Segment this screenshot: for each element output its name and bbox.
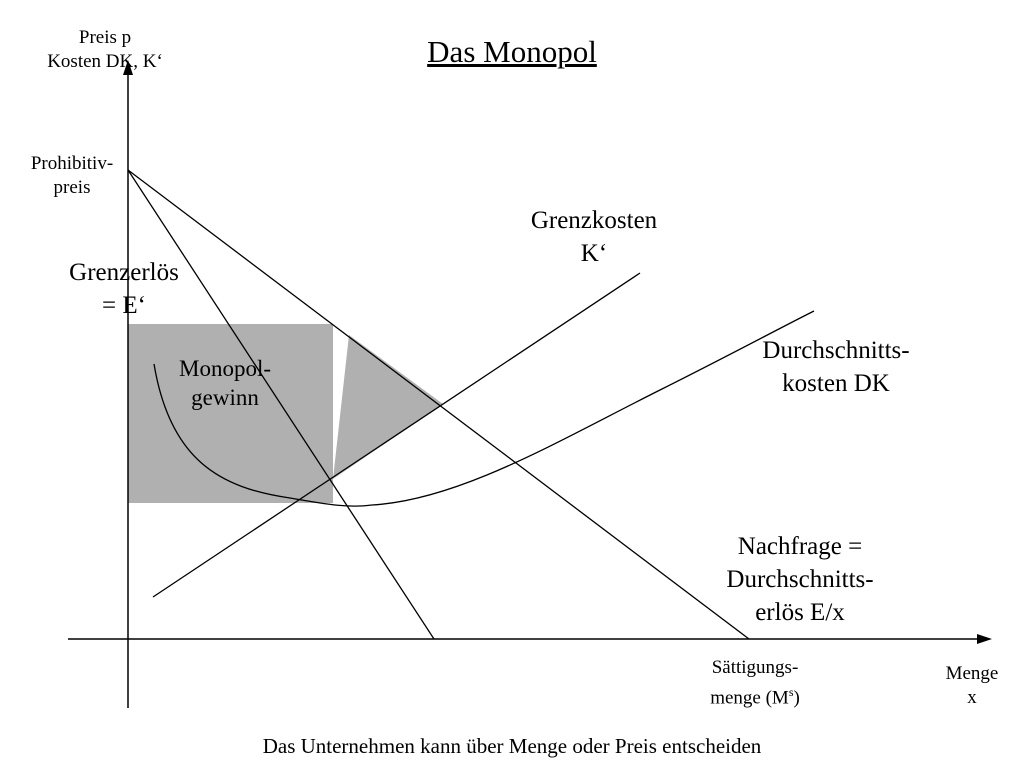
- deadweight-loss-triangle: [333, 335, 443, 479]
- x-axis-label-quantity: Menge: [945, 663, 999, 684]
- saturation-line2: menge (Ms): [680, 680, 830, 710]
- marginal-revenue-label: Grenzerlös = E‘: [44, 256, 204, 322]
- marginal-revenue-line: [127, 169, 435, 640]
- demand-line3-text: erlös E/x: [755, 599, 845, 626]
- y-axis-label: Preis p Kosten DK, K‘: [20, 26, 190, 74]
- saturation-suffix: ): [793, 687, 800, 709]
- average-cost-line1: Durchschnitts-: [762, 337, 910, 364]
- monopoly-profit-area: [128, 324, 333, 503]
- marginal-cost-line2: K‘: [580, 240, 608, 267]
- y-axis-arrowhead: [123, 60, 133, 75]
- footer-caption: Das Unternehmen kann über Menge oder Pre…: [262, 734, 762, 758]
- prohibitive-price-line1: Prohibitiv-: [30, 153, 114, 174]
- demand-line2-text: Durchschnitts-: [726, 566, 874, 593]
- average-cost-label: Durchschnitts- kosten DK: [716, 334, 956, 400]
- monopoly-profit-line1: Monopol-: [179, 356, 271, 381]
- saturation-line1: Sättigungs-: [711, 657, 799, 678]
- demand-line: [127, 169, 750, 640]
- x-axis-label: Menge x: [922, 662, 1022, 710]
- marginal-revenue-line2: = E‘: [102, 292, 146, 319]
- monopoly-profit-line2: gewinn: [191, 385, 259, 410]
- x-axis-label-x: x: [967, 687, 977, 708]
- saturation-quantity-label: Sättigungs- menge (Ms): [680, 656, 830, 710]
- marginal-cost-line1: Grenzkosten: [530, 207, 658, 234]
- marginal-cost-label: Grenzkosten K‘: [494, 204, 694, 270]
- prohibitive-price-label: Prohibitiv- preis: [12, 152, 132, 200]
- average-cost-curve: [153, 310, 815, 507]
- y-axis-label-price: Preis p: [78, 27, 132, 48]
- saturation-superscript: s: [788, 685, 794, 699]
- marginal-cost-line: [152, 272, 641, 598]
- monopoly-profit-label: Monopol- gewinn: [150, 354, 300, 412]
- demand-line1-text: Nachfrage =: [737, 533, 863, 560]
- saturation-prefix: menge (M: [710, 687, 789, 709]
- demand-label: Nachfrage = Durchschnitts- erlös E/x: [690, 530, 910, 629]
- average-cost-line2: kosten DK: [782, 370, 890, 397]
- x-axis-arrowhead: [977, 634, 992, 644]
- marginal-revenue-line1: Grenzerlös: [69, 259, 179, 286]
- y-axis-label-cost: Kosten DK, K‘: [47, 51, 163, 72]
- slide-title: Das Monopol: [427, 34, 597, 69]
- prohibitive-price-line2: preis: [53, 177, 91, 198]
